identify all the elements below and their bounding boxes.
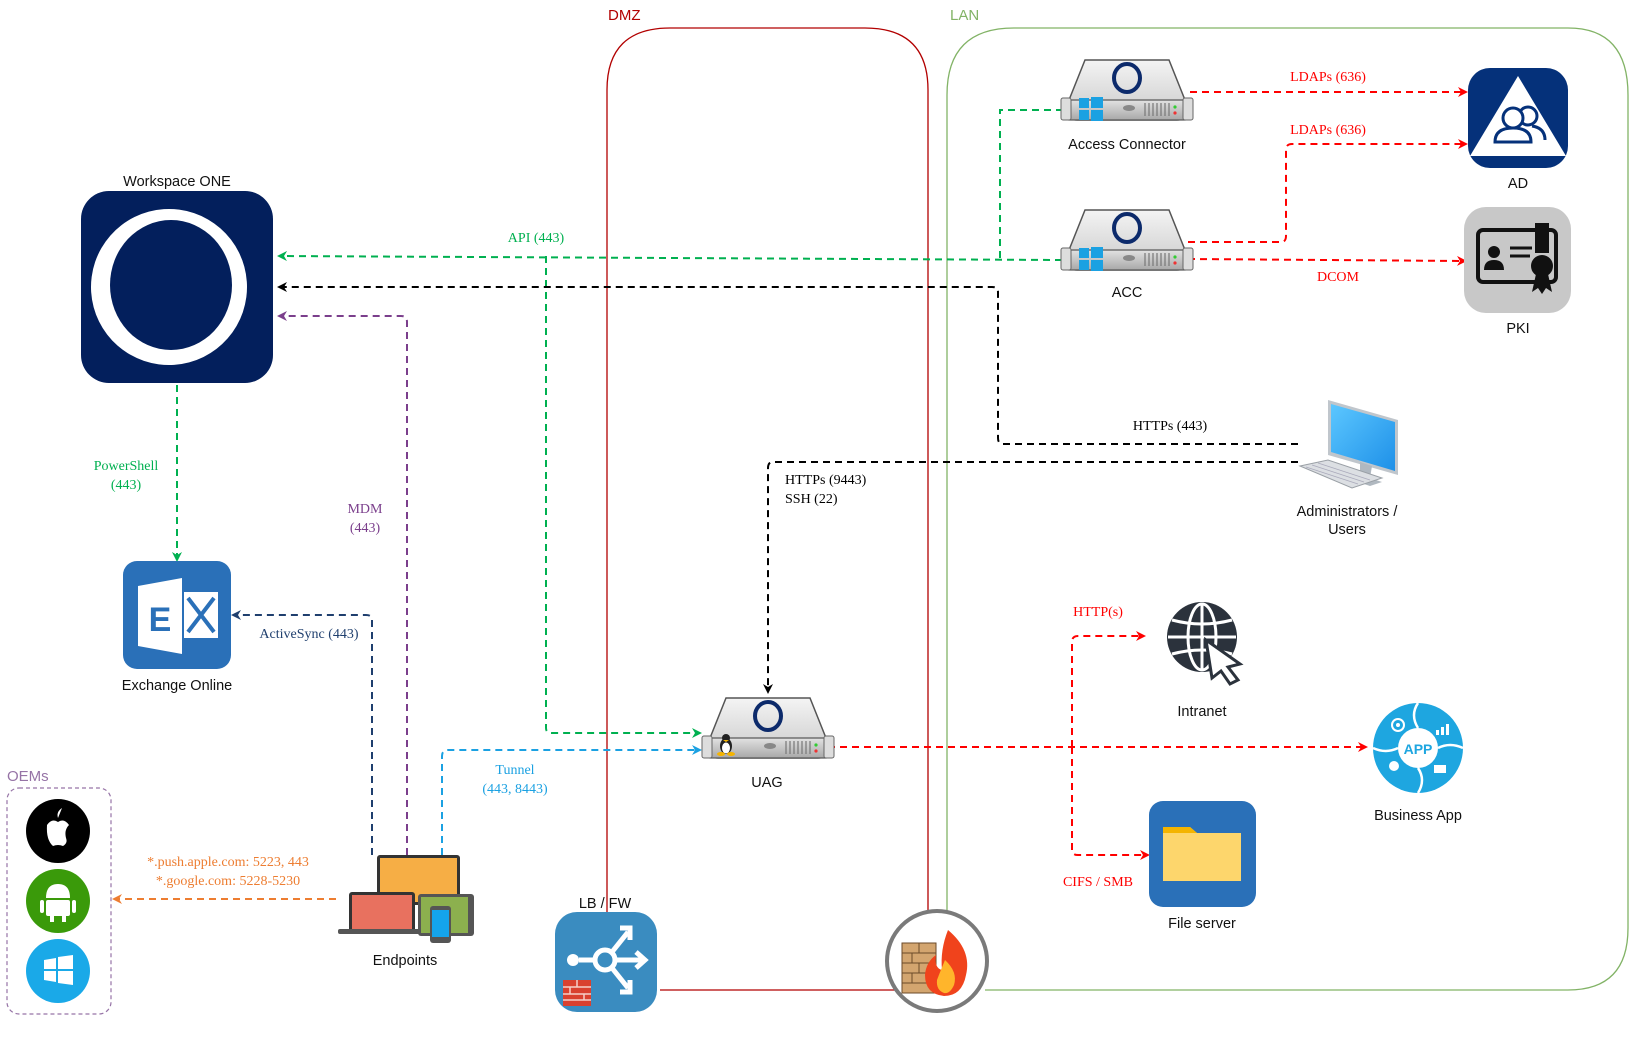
app-circle-icon: APP [1372, 702, 1464, 794]
endpoints-label: Endpoints [373, 953, 438, 969]
cifs-connection [1071, 747, 1150, 860]
active-directory-icon [1468, 68, 1568, 168]
business-app-label: Business App [1374, 808, 1462, 824]
oems-zone: OEMs [6, 768, 112, 1015]
folder-icon [1149, 801, 1256, 907]
http-intranet-connection [1071, 631, 1146, 747]
ldaps2-connection [1188, 139, 1468, 243]
ldaps2-label: LDAPs (636) [1290, 123, 1366, 138]
activesync-connection [231, 610, 373, 855]
file-server-label: File server [1168, 916, 1236, 932]
tunnel-connection [441, 745, 702, 855]
ad-node[interactable]: AD [1468, 68, 1568, 192]
powershell-label-1: PowerShell [94, 459, 159, 474]
access-connector-icon [1059, 58, 1195, 122]
certificate-icon [1464, 207, 1571, 313]
firewall-node[interactable] [885, 909, 989, 1013]
https-admin-label: HTTPs (443) [1133, 419, 1208, 434]
svg-text:E: E [149, 601, 172, 639]
lan-zone: LAN [946, 7, 1629, 991]
api-connection [277, 251, 1063, 262]
lb-fw-label: LB / FW [579, 896, 632, 912]
dcom-connection [1187, 255, 1467, 266]
dmz-zone: DMZ [606, 7, 929, 991]
app-icon-text: APP [1404, 741, 1433, 757]
admins-label-2: Users [1328, 522, 1366, 538]
oem-apple[interactable] [26, 799, 90, 863]
ldaps1-label: LDAPs (636) [1290, 70, 1366, 85]
push-label-1: *.push.apple.com: 5223, 443 [147, 855, 309, 870]
exchange-icon: E [123, 561, 231, 669]
exchange-node[interactable]: E Exchange Online [122, 561, 232, 694]
http-label: HTTP(s) [1073, 605, 1123, 620]
ad-label: AD [1508, 176, 1528, 192]
tunnel-label-1: Tunnel [495, 763, 534, 778]
workspace-one-label: Workspace ONE [123, 174, 231, 190]
https-uag-label-2: SSH (22) [785, 492, 838, 507]
oem-android[interactable] [26, 869, 90, 933]
acc-icon [1059, 208, 1195, 272]
access-connector-link [999, 109, 1063, 260]
admins-label-1: Administrators / [1297, 504, 1399, 520]
mdm-label-1: MDM [347, 502, 383, 517]
linux-server-icon [700, 696, 836, 760]
https-uag-connection [763, 461, 1298, 694]
workspace-one-node[interactable]: Workspace ONE [73, 174, 273, 383]
admins-node[interactable]: Administrators / Users [1297, 400, 1399, 538]
push-label-2: *.google.com: 5228-5230 [156, 874, 300, 889]
lb-fw-node[interactable]: LB / FW [555, 896, 657, 1012]
https-uag-label-1: HTTPs (9443) [785, 473, 867, 488]
business-app-node[interactable]: APP Business App [1372, 702, 1464, 824]
acc-node[interactable]: ACC [1059, 208, 1195, 301]
api-uag-connection [545, 256, 702, 738]
globe-cursor-icon [1167, 602, 1244, 686]
api-label: API (443) [508, 231, 565, 246]
access-connector-label: Access Connector [1068, 137, 1186, 153]
desktop-computer-icon [1298, 400, 1398, 489]
oems-label: OEMs [7, 768, 49, 785]
mdm-label-2: (443) [350, 521, 381, 536]
mdm-connection [277, 311, 408, 855]
uag-node[interactable]: UAG [700, 696, 836, 791]
pki-node[interactable]: PKI [1464, 207, 1571, 337]
intranet-label: Intranet [1177, 704, 1226, 720]
dmz-label: DMZ [608, 7, 641, 24]
exchange-label: Exchange Online [122, 678, 232, 694]
devices-icon [338, 855, 474, 943]
lan-label: LAN [950, 7, 979, 24]
load-balancer-firewall-icon [555, 912, 657, 1012]
tunnel-label-2: (443, 8443) [482, 782, 548, 797]
endpoints-node[interactable]: Endpoints [338, 855, 474, 969]
https-admin-connection [277, 282, 1298, 445]
intranet-node[interactable]: Intranet [1167, 602, 1244, 720]
cifs-label: CIFS / SMB [1063, 875, 1133, 890]
acc-label: ACC [1112, 285, 1143, 301]
activesync-label: ActiveSync (443) [259, 627, 358, 642]
oem-windows[interactable] [26, 939, 90, 1003]
access-connector-node[interactable]: Access Connector [1059, 58, 1195, 153]
powershell-label-2: (443) [111, 478, 142, 493]
file-server-node[interactable]: File server [1149, 801, 1256, 932]
firewall-icon [885, 909, 989, 1013]
pki-label: PKI [1506, 321, 1529, 337]
dcom-label: DCOM [1317, 270, 1360, 285]
uag-label: UAG [751, 775, 782, 791]
workspace-one-logo-icon [81, 191, 273, 383]
